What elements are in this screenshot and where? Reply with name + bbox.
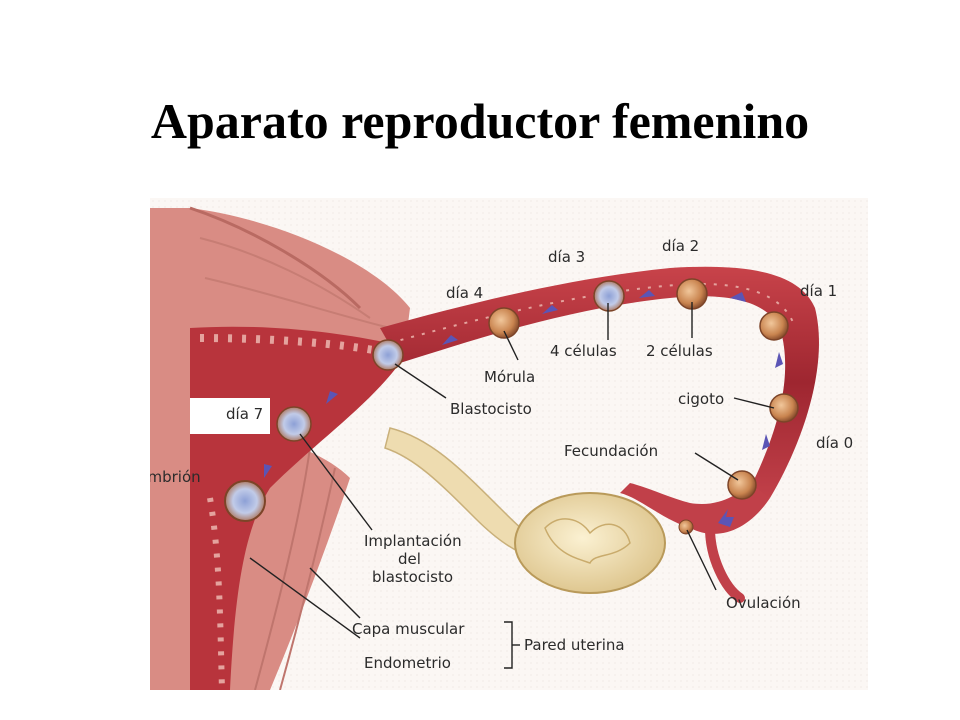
label-embrion: Embrión (150, 468, 201, 486)
label-blastocisto: Blastocisto (450, 400, 532, 418)
migration-arrow-icon (326, 391, 338, 404)
label-morula: Mórula (484, 368, 535, 386)
label-fecundacion: Fecundación (564, 442, 658, 460)
label-endometrio: Endometrio (364, 654, 451, 672)
label-ovulacion: Ovulación (726, 594, 801, 612)
label-implantacion-2: del (398, 550, 421, 568)
label-implantacion-1: Implantación (364, 532, 462, 550)
embryo-cell-icon (224, 480, 266, 522)
migration-arrow-icon (264, 464, 272, 478)
fimbriae (620, 483, 770, 534)
label-2-celulas: 2 células (646, 342, 713, 360)
embryo-cell-icon (488, 307, 520, 339)
embryo-cell-icon (769, 393, 799, 423)
label-4-celulas: 4 células (550, 342, 617, 360)
label-implantacion-3: blastocisto (372, 568, 453, 586)
migration-arrow-icon (442, 335, 458, 345)
label-dia4: día 4 (446, 284, 483, 302)
diagram-canvas: día 3 día 2 día 4 día 1 día 0 día 7 4 cé… (150, 198, 868, 690)
label-dia3: día 3 (548, 248, 585, 266)
embryo-cell-icon (276, 406, 312, 442)
migration-arrow-icon (730, 292, 746, 302)
migration-arrows (264, 290, 783, 527)
embryo-cell-icon (727, 470, 757, 500)
migration-arrow-icon (639, 290, 655, 298)
reproductive-diagram: día 3 día 2 día 4 día 1 día 0 día 7 4 cé… (150, 198, 868, 690)
embryo-cell-icon (759, 311, 789, 341)
migration-arrow-icon (718, 509, 734, 527)
label-cigoto: cigoto (678, 390, 724, 408)
label-pared-uterina: Pared uterina (524, 636, 625, 654)
slide-title: Aparato reproductor femenino (150, 93, 810, 149)
embryo-cell-icon (678, 519, 694, 535)
migration-arrow-icon (775, 352, 783, 368)
embryo-cells (224, 278, 799, 535)
embryo-cell-icon (372, 339, 404, 371)
embryo-cell-icon (593, 280, 625, 312)
label-dia2: día 2 (662, 237, 699, 255)
leader-lines (249, 302, 775, 669)
ovary (514, 492, 666, 594)
label-dia0: día 0 (816, 434, 853, 452)
migration-arrow-icon (762, 434, 770, 450)
label-capa-muscular: Capa muscular (352, 620, 465, 638)
label-dia1: día 1 (800, 282, 837, 300)
label-dia7: día 7 (226, 405, 263, 423)
migration-arrow-icon (542, 305, 558, 314)
